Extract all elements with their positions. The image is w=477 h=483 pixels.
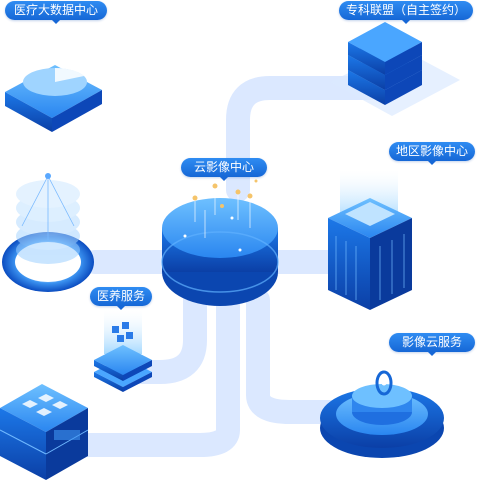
- cloud-imaging-hub-icon: [161, 179, 279, 306]
- server-block-icon: [0, 384, 89, 480]
- label-cloud-imaging-hub: 云影像中心: [181, 158, 267, 181]
- medical-data-center-icon: [5, 65, 102, 132]
- connector-to-specialist-alliance: [226, 76, 382, 202]
- specialist-alliance-icon: [330, 22, 460, 116]
- medical-elderly-service-icon: [94, 310, 152, 392]
- connector-lines: [73, 76, 382, 457]
- regional-imaging-center-icon: [328, 170, 412, 310]
- label-medical-data-center: 医疗大数据中心: [5, 1, 107, 24]
- data-layers-icon: [2, 173, 94, 292]
- label-imaging-cloud-service: 影像云服务: [389, 333, 475, 356]
- label-regional-imaging-center: 地区影像中心: [389, 142, 475, 165]
- connector-to-bottom-server: [73, 288, 240, 457]
- connector-to-elderly-service: [108, 288, 207, 384]
- label-medical-elderly-service: 医养服务: [90, 287, 152, 310]
- label-specialist-alliance: 专科联盟（自主签约）: [339, 1, 473, 24]
- connector-to-cloud-service: [246, 288, 352, 424]
- imaging-cloud-service-icon: [320, 370, 444, 458]
